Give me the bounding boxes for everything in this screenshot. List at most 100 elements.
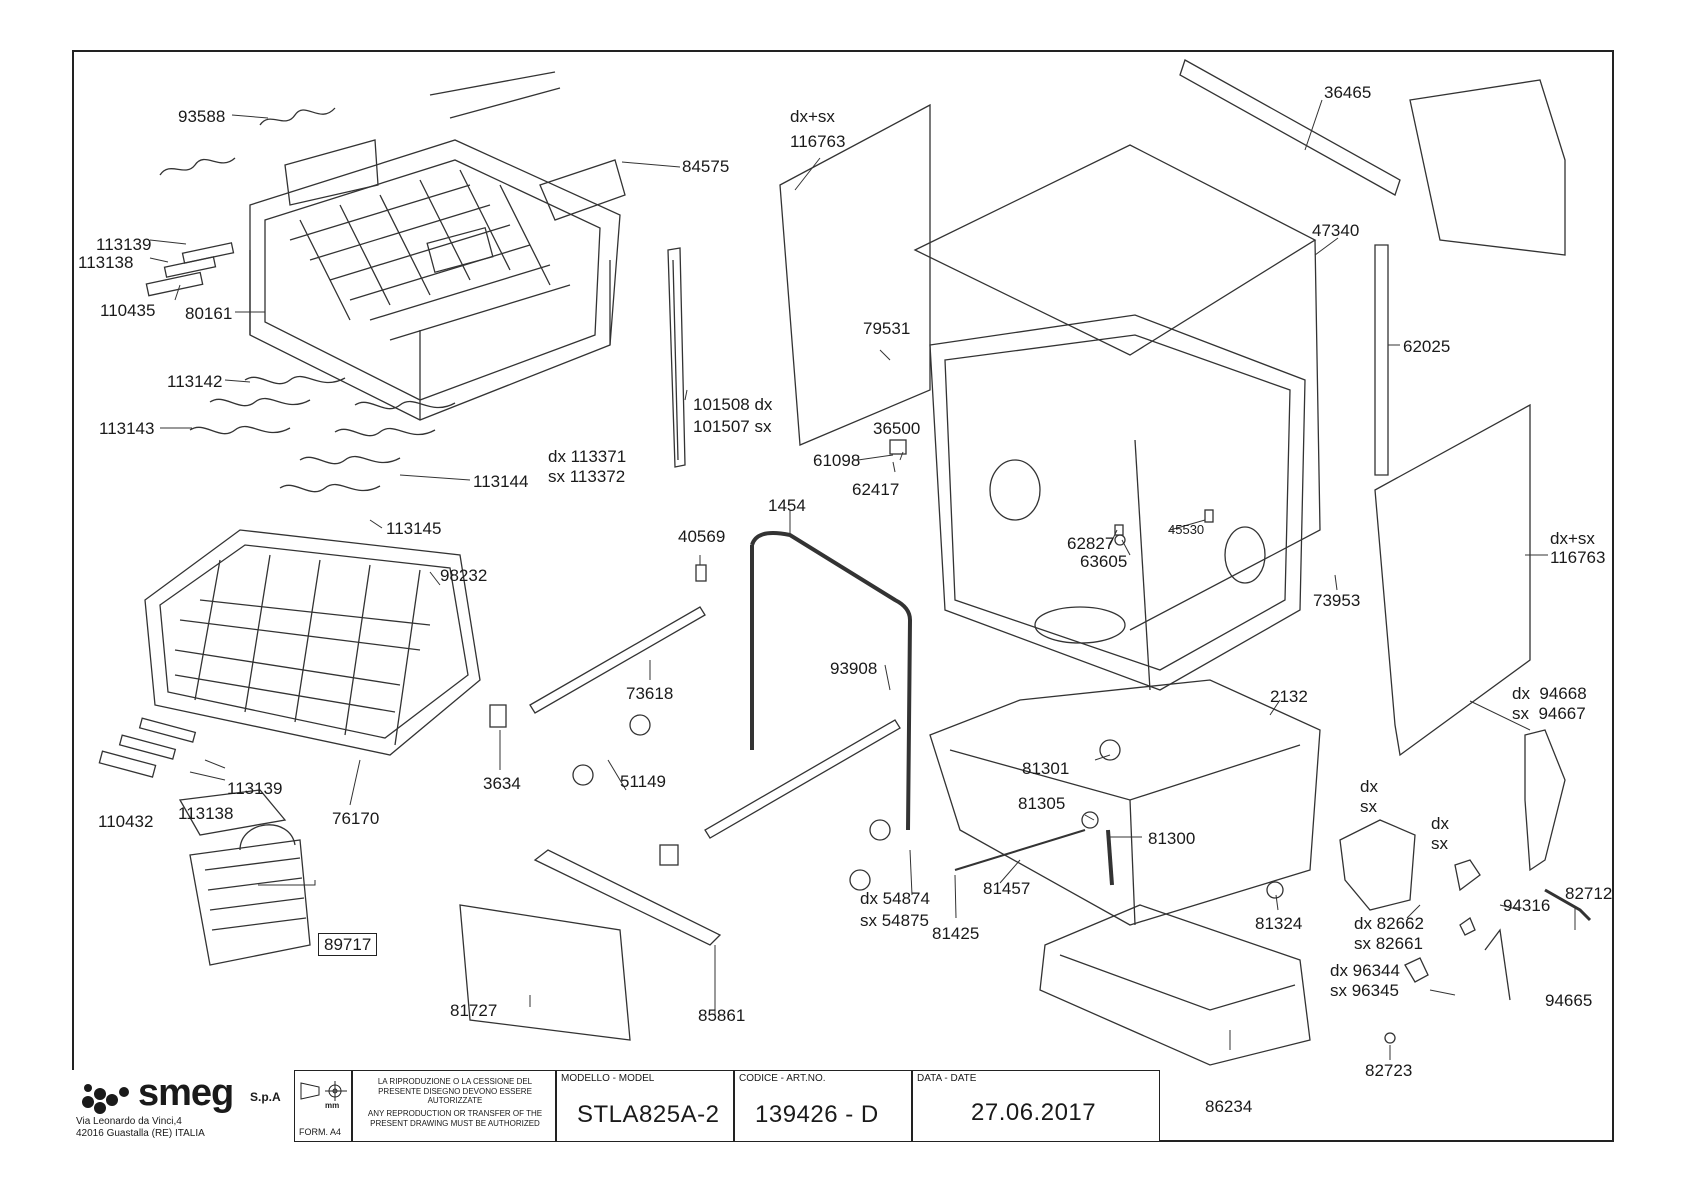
label-94667-sx: sx 94667: [1512, 704, 1586, 723]
label-79531: 79531: [863, 319, 911, 338]
label-93908: 93908: [830, 659, 878, 678]
label-81324: 81324: [1255, 914, 1303, 933]
label-81727: 81727: [450, 1001, 498, 1020]
label-1454: 1454: [768, 496, 806, 515]
label-62417: 62417: [852, 480, 900, 499]
label-96344-dx: dx 96344: [1330, 961, 1400, 980]
slide-rails: [459, 606, 901, 1041]
label-dx-sx-left: dx+sx: [790, 107, 835, 126]
label-113371-dx: dx 113371: [548, 447, 627, 466]
label-113372-sx: sx 113372: [548, 467, 626, 486]
unit-mm: mm: [325, 1101, 340, 1110]
label-113138-upper: 113138: [78, 253, 134, 272]
format-cell: mm FORM. A4: [294, 1070, 352, 1142]
tine-rows: [189, 375, 456, 493]
label-76170: 76170: [332, 809, 380, 828]
top-panel: [913, 59, 1401, 631]
date-caption: DATA - DATE: [917, 1073, 977, 1084]
cup-shelf-parts: [159, 71, 626, 221]
format-a4: FORM. A4: [299, 1127, 342, 1137]
label-113144: 113144: [473, 472, 529, 491]
label-sx-1: sx: [1360, 797, 1377, 816]
small-parts: [489, 439, 1284, 899]
code-value: 139426 - D: [755, 1101, 879, 1128]
label-2132: 2132: [1270, 687, 1308, 706]
label-62025: 62025: [1403, 337, 1451, 356]
label-sx-2: sx: [1431, 834, 1448, 853]
date-cell: DATA - DATE 27.06.2017: [912, 1070, 1160, 1142]
code-caption: CODICE - ART.NO.: [739, 1073, 826, 1084]
label-dx-sx-right: dx+sx: [1550, 529, 1595, 548]
projection-symbol-icon: [300, 1081, 347, 1101]
bottom-tray: [1039, 904, 1311, 1066]
label-85861: 85861: [698, 1006, 746, 1025]
notice-italian: LA RIPRODUZIONE O LA CESSIONE DEL PRESEN…: [377, 1077, 533, 1106]
label-110432: 110432: [98, 812, 154, 831]
label-113138-lower: 113138: [178, 804, 234, 823]
label-94316: 94316: [1503, 896, 1551, 915]
label-86234: 86234: [1205, 1097, 1253, 1116]
label-82661-sx: sx 82661: [1354, 934, 1423, 953]
label-113142: 113142: [167, 372, 223, 391]
column-62025: [1374, 244, 1389, 476]
label-82662-dx: dx 82662: [1354, 914, 1424, 933]
upper-basket: [249, 139, 621, 421]
side-panel-right: [1374, 403, 1531, 757]
rail-101508: [667, 247, 686, 468]
label-62827: 62827: [1067, 534, 1115, 553]
notice-cell: LA RIPRODUZIONE O LA CESSIONE DEL PRESEN…: [352, 1070, 556, 1142]
label-47340: 47340: [1312, 221, 1360, 240]
label-84575: 84575: [682, 157, 730, 176]
label-113143: 113143: [99, 419, 155, 438]
label-116763-left: 116763: [790, 132, 846, 151]
label-96345-sx: sx 96345: [1330, 981, 1399, 1000]
rear-panel: [1409, 79, 1566, 256]
label-61098: 61098: [813, 451, 861, 470]
label-51149: 51149: [620, 772, 667, 791]
tub: [929, 314, 1306, 691]
base-frame: [929, 679, 1321, 926]
label-36465: 36465: [1324, 83, 1372, 102]
title-block: smeg S.p.A Via Leonardo da Vinci,4 42016…: [72, 1070, 1160, 1142]
label-89717: 89717: [318, 933, 378, 956]
model-caption: MODELLO - MODEL: [561, 1073, 655, 1084]
cutlery-basket: [178, 789, 311, 966]
brand-name: smeg: [138, 1072, 234, 1114]
label-81300: 81300: [1148, 829, 1196, 848]
label-3634: 3634: [483, 774, 521, 793]
label-94668-dx: dx 94668: [1512, 684, 1587, 703]
basket-clips: [145, 242, 235, 297]
date-value: 27.06.2017: [971, 1099, 1097, 1126]
label-73953: 73953: [1313, 591, 1361, 610]
label-101507-sx: 101507 sx: [693, 417, 772, 436]
lower-clips: [98, 717, 197, 778]
code-cell: CODICE - ART.NO. 139426 - D: [734, 1070, 912, 1142]
lower-basket: [144, 529, 481, 756]
label-110435: 110435: [100, 301, 156, 320]
label-54875-sx: sx 54875: [860, 911, 929, 930]
door-gasket: [750, 531, 913, 831]
label-81301: 81301: [1022, 759, 1070, 778]
label-81425: 81425: [932, 924, 980, 943]
label-82723: 82723: [1365, 1061, 1413, 1080]
brand-suffix: S.p.A: [250, 1090, 281, 1104]
label-113145: 113145: [386, 519, 442, 538]
label-63605: 63605: [1080, 552, 1128, 571]
label-113139-upper: 113139: [96, 235, 152, 254]
label-94665: 94665: [1545, 991, 1593, 1010]
label-93588: 93588: [178, 107, 226, 126]
company-cell: smeg S.p.A Via Leonardo da Vinci,4 42016…: [72, 1070, 294, 1142]
label-dx-2: dx: [1431, 814, 1449, 833]
model-cell: MODELLO - MODEL STLA825A-2: [556, 1070, 734, 1142]
label-80161: 80161: [185, 304, 233, 323]
address-line-2: 42016 Guastalla (RE) ITALIA: [76, 1128, 205, 1139]
label-116763-right: 116763: [1550, 548, 1606, 567]
notice-english: ANY REPRODUCTION OR TRANSFER OF THE PRES…: [367, 1109, 543, 1128]
label-113139-lower: 113139: [227, 779, 283, 798]
side-panel-left: [779, 103, 931, 446]
label-82712: 82712: [1565, 884, 1613, 903]
label-81305: 81305: [1018, 794, 1066, 813]
label-73618: 73618: [626, 684, 674, 703]
label-101508-dx: 101508 dx: [693, 395, 773, 414]
